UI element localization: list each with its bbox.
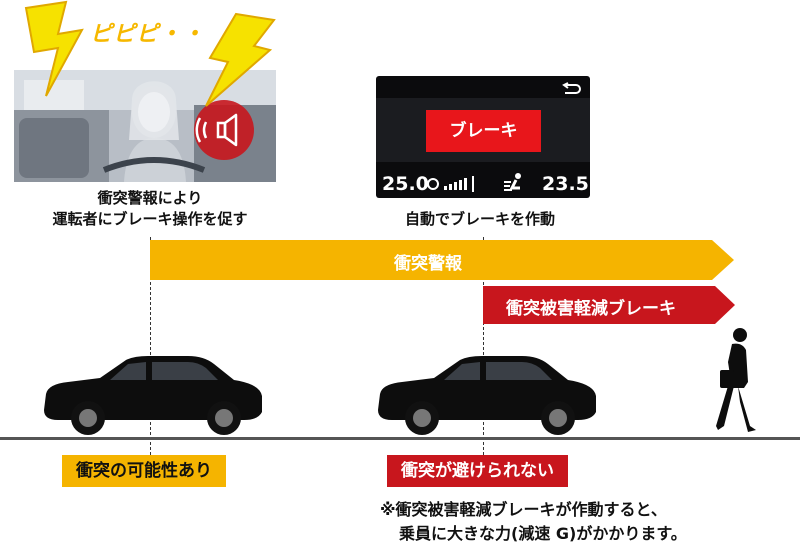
collision-unavoidable-tag: 衝突が避けられない: [387, 455, 568, 487]
caption-line-2: 運転者にブレーキ操作を促す: [52, 210, 248, 228]
warning-timeline-marker: [150, 237, 151, 465]
braking-bar: [483, 286, 735, 324]
speaker-icon: [194, 100, 254, 160]
collision-possible-tag: 衝突の可能性あり: [62, 455, 226, 487]
temp-left: 25.0: [382, 173, 429, 195]
brake-display: ブレーキ: [426, 110, 541, 152]
footnote-line-2: 乗員に大きな力(減速 G)がかかります。: [399, 524, 687, 543]
warning-bar-label: 衝突警報: [394, 254, 462, 274]
road-line: [0, 437, 800, 440]
lightning-bolt-left-icon: [24, 0, 84, 97]
driver-warning-caption: 衝突警報により 運転者にブレーキ操作を促す: [30, 188, 270, 230]
braking-timeline-marker: [483, 237, 484, 465]
driver-photo: [14, 70, 276, 182]
lightning-bolt-right-icon: [205, 12, 276, 107]
caption-line-1: 衝突警報により: [97, 189, 203, 207]
airflow-icon: [504, 173, 521, 191]
warning-bar: [150, 240, 734, 280]
back-arrow-icon: [562, 82, 581, 94]
car-left: [44, 356, 262, 435]
dashboard-screen: ブレーキ 25.0 23.5: [376, 76, 590, 198]
car-right: [378, 356, 596, 435]
warning-sound-text: ピピピ・・: [90, 22, 206, 47]
braking-bar-label: 衝突被害軽減ブレーキ: [506, 299, 676, 319]
footnote-line-1: ※衝突被害軽減ブレーキが作動すると、: [380, 500, 667, 519]
auto-brake-caption: 自動でブレーキを作動: [404, 210, 555, 228]
fan-level-icon: [427, 176, 474, 192]
pedestrian-icon: [716, 328, 756, 432]
temp-right: 23.5: [542, 173, 589, 195]
